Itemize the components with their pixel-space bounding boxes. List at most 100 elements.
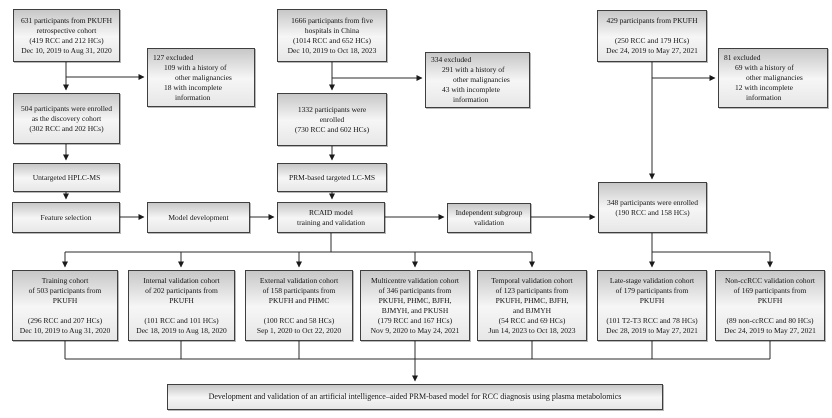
node-late-stage-validation-cohort: Late-stage validation cohort of 179 part… (597, 270, 707, 341)
node-text: Development and validation of an artific… (208, 392, 622, 401)
node-text: Jun 14, 2023 to Oct 18, 2023 (488, 325, 576, 335)
node-text: hospitals in China (304, 25, 360, 35)
node-excluded-81: 81 excluded 69 with a history of other m… (718, 48, 828, 108)
node-text: (302 RCC and 202 HCs) (29, 123, 104, 133)
node-text: Untargeted HPLC-MS (32, 172, 101, 182)
node-text: Dec 18, 2019 to Aug 18, 2020 (136, 325, 227, 335)
node-text: as the discovery cohort (31, 113, 102, 123)
node-text: (250 RCC and 179 HCs) (614, 36, 690, 45)
node-study-summary: Development and validation of an artific… (167, 384, 663, 410)
node-excluded-334: 334 excluded 291 with a history of other… (425, 52, 530, 108)
node-text: Dec 24, 2019 to May 27, 2021 (606, 46, 698, 55)
node-text: PKUFH (52, 295, 78, 305)
node-text: of 179 participants from (615, 285, 689, 295)
node-text: other malignancies (175, 72, 232, 82)
node-excluded-127: 127 excluded 109 with a history of other… (147, 48, 255, 107)
node-enrolled-1332: 1332 participants were enrolled (730 RCC… (277, 93, 387, 146)
node-text: Feature selection (40, 212, 92, 222)
node-text: 69 with a history of (735, 63, 794, 72)
node-text: 504 participants were enrolled (20, 103, 112, 113)
node-text: RCAID model (309, 207, 353, 217)
node-text: Training cohort (41, 275, 89, 285)
node-text: (101 T2-T3 RCC and 78 HCs) (606, 315, 698, 325)
node-internal-validation-cohort: Internal validation cohort of 202 partic… (128, 270, 235, 341)
node-text: 12 with incomplete (735, 83, 793, 92)
node-text: PKUFH and PHMC (268, 295, 330, 305)
node-text: of 346 participants from (378, 285, 452, 295)
node-text: Non-ccRCC validation cohort (725, 275, 815, 285)
node-text: PKUFH (169, 295, 194, 305)
node-text: information (175, 92, 211, 102)
node-text: retrospective cohort (36, 25, 97, 35)
node-text: other malignancies (453, 75, 510, 84)
node-feature-selection: Feature selection (12, 202, 120, 233)
node-text: (190 RCC and 158 HCs) (615, 207, 690, 217)
node-external-validation-cohort: External validation cohort of 158 partic… (245, 270, 353, 341)
node-text: Nov 9, 2020 to May 24, 2021 (370, 325, 460, 335)
node-text: (296 RCC and 207 HCs) (27, 315, 103, 325)
node-model-development: Model development (147, 202, 250, 233)
node-text: Dec 10, 2019 to Aug 31, 2020 (19, 325, 111, 335)
node-text: Independent subgroup (455, 208, 523, 217)
node-rcaid-model-training: RCAID model training and validation (277, 202, 385, 233)
node-text: PKUFH (639, 295, 665, 305)
node-text: PKUFH, PHMC, BJFH, (495, 295, 569, 305)
node-untargeted-hplc-ms: Untargeted HPLC-MS (13, 163, 120, 192)
node-text: (54 RCC and 69 HCs) (498, 315, 566, 325)
node-text: Multicentre validation cohort (371, 275, 459, 285)
node-text: and BJMYH (512, 305, 552, 315)
node-text: 1666 participants from five (291, 15, 373, 25)
node-pkufh-429: 429 participants from PKUFH (250 RCC and… (597, 10, 707, 62)
node-retrospective-cohort-631: 631 participants from PKUFH retrospectiv… (13, 9, 120, 62)
node-text: of 169 participants from (733, 285, 807, 295)
node-text: 1332 participants were (297, 104, 367, 114)
node-text: 429 participants from PKUFH (606, 16, 698, 25)
node-discovery-cohort-504: 504 participants were enrolled as the di… (13, 93, 120, 144)
node-enrolled-348: 348 participants were enrolled (190 RCC … (598, 182, 707, 233)
node-text: validation (474, 218, 504, 227)
node-text: External validation cohort (259, 275, 339, 285)
node-text: Sep 1, 2020 to Oct 22, 2020 (256, 325, 342, 335)
node-text: 81 excluded (724, 53, 761, 62)
node-text: Dec 10, 2019 to Aug 31, 2020 (21, 45, 112, 55)
node-text: (1014 RCC and 652 HCs) (293, 35, 371, 45)
node-temporal-validation-cohort: Temporal validation cohort of 123 partic… (477, 270, 587, 341)
node-text: of 202 participants from (145, 285, 218, 295)
node-text: 43 with incomplete (442, 85, 500, 94)
node-text: PRM-based targeted LC-MS (288, 172, 376, 182)
node-prm-targeted-lc-ms: PRM-based targeted LC-MS (277, 163, 387, 192)
node-multicentre-validation-cohort: Multicentre validation cohort of 346 par… (360, 270, 470, 341)
node-text: 348 participants were enrolled (606, 197, 698, 207)
node-text: (419 RCC and 212 HCs) (29, 35, 104, 45)
node-text: enrolled (319, 114, 345, 124)
node-text: 334 excluded (431, 55, 472, 64)
node-text: of 123 participants from (495, 285, 569, 295)
node-text: 291 with a history of (442, 65, 505, 74)
node-text: of 503 participants from (28, 285, 102, 295)
node-text: Temporal validation cohort (491, 275, 573, 285)
node-text: training and validation (297, 217, 365, 227)
node-text: BJMYH, and PKUSH (381, 305, 449, 315)
node-text: other malignancies (746, 73, 803, 82)
node-text: Dec 24, 2019 to May 27, 2021 (724, 325, 816, 335)
node-text: Dec 10, 2019 to Oct 18, 2023 (287, 45, 377, 55)
node-text: PKUFH, PHMC, BJFH, (378, 295, 452, 305)
node-training-cohort: Training cohort of 503 participants from… (12, 270, 118, 341)
node-text: information (746, 93, 782, 102)
node-text: 18 with incomplete (164, 82, 222, 92)
node-text: (730 RCC and 602 HCs) (294, 124, 370, 134)
node-text: (179 RCC and 167 HCs) (377, 315, 453, 325)
node-text: PKUFH (757, 295, 783, 305)
node-text: 631 participants from PKUFH (20, 15, 113, 25)
node-text: (101 RCC and 101 HCs) (144, 315, 219, 325)
node-text: Dec 28, 2019 to May 27, 2021 (606, 325, 698, 335)
node-text: 109 with a history of (164, 62, 227, 72)
node-text: 127 excluded (153, 52, 194, 62)
node-text: (89 non-ccRCC and 80 HCs) (726, 315, 814, 325)
node-five-hospitals-1666: 1666 participants from five hospitals in… (277, 9, 387, 62)
node-text: Late-stage validation cohort (609, 275, 695, 285)
node-text: Model development (168, 212, 229, 222)
node-text: information (453, 95, 489, 104)
